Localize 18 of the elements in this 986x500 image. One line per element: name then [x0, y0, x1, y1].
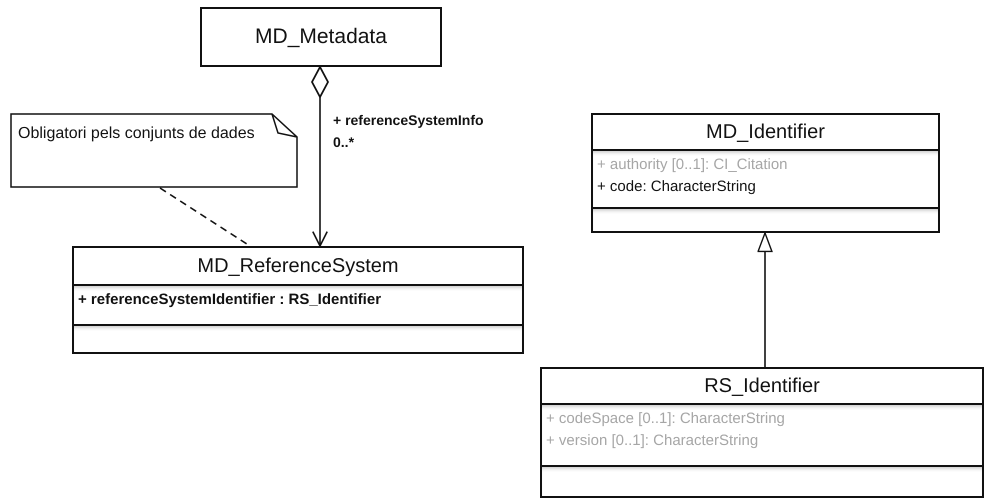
class-name: MD_ReferenceSystem	[197, 254, 399, 278]
attribute-text: + code: CharacterString	[597, 177, 756, 197]
note-text: Obligatori pels conjunts de dades	[18, 124, 256, 144]
generalization-arrow	[757, 232, 773, 367]
class-name: RS_Identifier	[704, 374, 820, 398]
class-name: MD_Metadata	[255, 25, 387, 49]
attribute-text: + version [0..1]: CharacterString	[546, 431, 758, 451]
attribute-text: + referenceSystemIdentifier : RS_Identifier	[78, 290, 382, 310]
role-label: + referenceSystemInfo	[333, 112, 484, 128]
class-box	[72, 246, 524, 354]
attribute-text: + codeSpace [0..1]: CharacterString	[546, 409, 785, 429]
class-name: MD_Identifier	[706, 120, 825, 144]
class-box	[200, 7, 442, 67]
class-box	[540, 367, 984, 498]
multiplicity-label: 0..*	[333, 134, 354, 150]
class-box	[591, 113, 940, 233]
association-arrow	[311, 66, 329, 247]
attribute-text: + authority [0..1]: CI_Citation	[597, 155, 788, 175]
